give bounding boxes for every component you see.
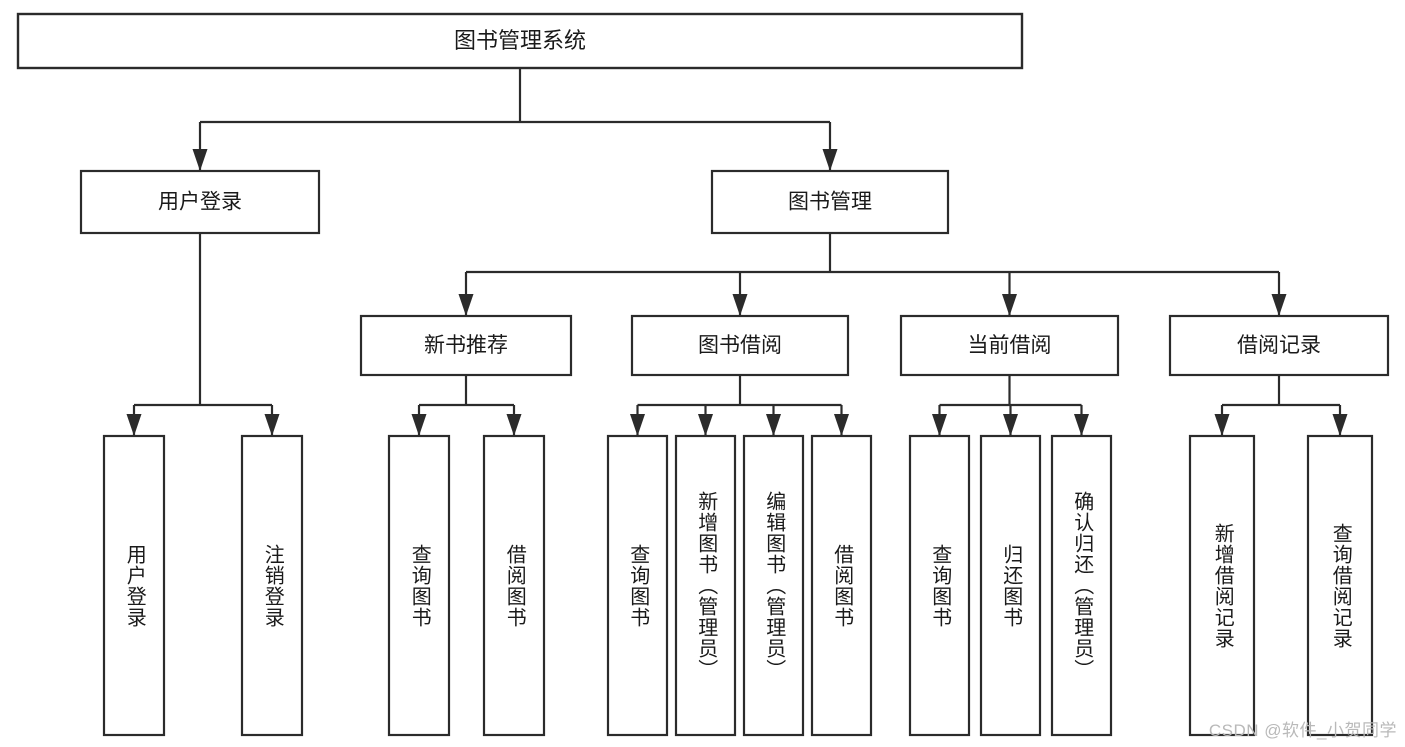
arrow-head-icon [1002,294,1017,316]
node-leaf_add_record[interactable] [1188,434,1256,737]
node-leaf_query_record[interactable] [1306,434,1374,737]
node-label-new_book_rec: 新书推荐 [424,334,508,357]
node-label-user_login: 用户登录 [158,191,242,214]
arrow-head-icon [1332,414,1348,436]
arrow-head-icon [411,414,427,436]
arrow-head-icon [264,414,280,436]
node-box-user_login[interactable] [79,169,321,235]
arrow-head-icon [630,414,645,436]
node-current_borrow[interactable]: 当前借阅 [899,314,1120,377]
node-box-leaf_borrow_book_1[interactable] [482,434,546,737]
arrow-head-icon [458,294,474,316]
arrow-head-icon [932,414,947,436]
node-box-leaf_edit_book[interactable] [742,434,805,737]
node-box-leaf_query_book_3[interactable] [908,434,971,737]
node-box-borrow_record[interactable] [1168,314,1390,377]
node-box-leaf_add_record[interactable] [1188,434,1256,737]
arrow-head-icon [126,414,142,436]
node-box-book_manage[interactable] [710,169,950,235]
node-leaf_confirm_return[interactable] [1050,434,1113,737]
node-box-new_book_rec[interactable] [359,314,573,377]
node-user_login[interactable]: 用户登录 [79,169,321,235]
node-label-borrow_record: 借阅记录 [1237,334,1321,357]
node-box-leaf_query_book_2[interactable] [606,434,669,737]
node-leaf_query_book_1[interactable] [387,434,451,737]
node-borrow_record[interactable]: 借阅记录 [1168,314,1390,377]
node-box-root[interactable] [16,12,1024,70]
arrow-head-icon [732,294,748,316]
connector-layer [126,68,1348,436]
node-label-book_borrow: 图书借阅 [698,334,782,357]
arrow-head-icon [822,149,838,171]
node-box-book_borrow[interactable] [630,314,850,377]
node-leaf_query_book_2[interactable] [606,434,669,737]
node-box-leaf_user_login[interactable] [102,434,166,737]
arrow-head-icon [1074,414,1089,436]
arrow-head-icon [506,414,522,436]
node-leaf_edit_book[interactable] [742,434,805,737]
node-box-leaf_query_book_1[interactable] [387,434,451,737]
node-label-root: 图书管理系统 [454,28,586,53]
arrow-head-icon [192,149,208,171]
node-leaf_add_book[interactable] [674,434,737,737]
node-box-leaf_query_record[interactable] [1306,434,1374,737]
node-box-current_borrow[interactable] [899,314,1120,377]
node-box-leaf_return_book[interactable] [979,434,1042,737]
node-new_book_rec[interactable]: 新书推荐 [359,314,573,377]
arrow-head-icon [698,414,713,436]
node-box-leaf_logout[interactable] [240,434,304,737]
arrow-head-icon [1214,414,1230,436]
node-leaf_return_book[interactable] [979,434,1042,737]
node-label-current_borrow: 当前借阅 [968,334,1052,357]
node-box-leaf_confirm_return[interactable] [1050,434,1113,737]
node-box-leaf_add_book[interactable] [674,434,737,737]
arrow-head-icon [766,414,781,436]
node-leaf_user_login[interactable] [102,434,166,737]
node-leaf_borrow_book_1[interactable] [482,434,546,737]
node-leaf_query_book_3[interactable] [908,434,971,737]
arrow-head-icon [1003,414,1018,436]
arrow-head-icon [1271,294,1287,316]
node-leaf_logout[interactable] [240,434,304,737]
node-root[interactable]: 图书管理系统 [16,12,1024,70]
node-label-book_manage: 图书管理 [788,191,872,214]
node-box-leaf_borrow_book_2[interactable] [810,434,873,737]
arrow-head-icon [834,414,849,436]
node-book_manage[interactable]: 图书管理 [710,169,950,235]
node-book_borrow[interactable]: 图书借阅 [630,314,850,377]
node-leaf_borrow_book_2[interactable] [810,434,873,737]
